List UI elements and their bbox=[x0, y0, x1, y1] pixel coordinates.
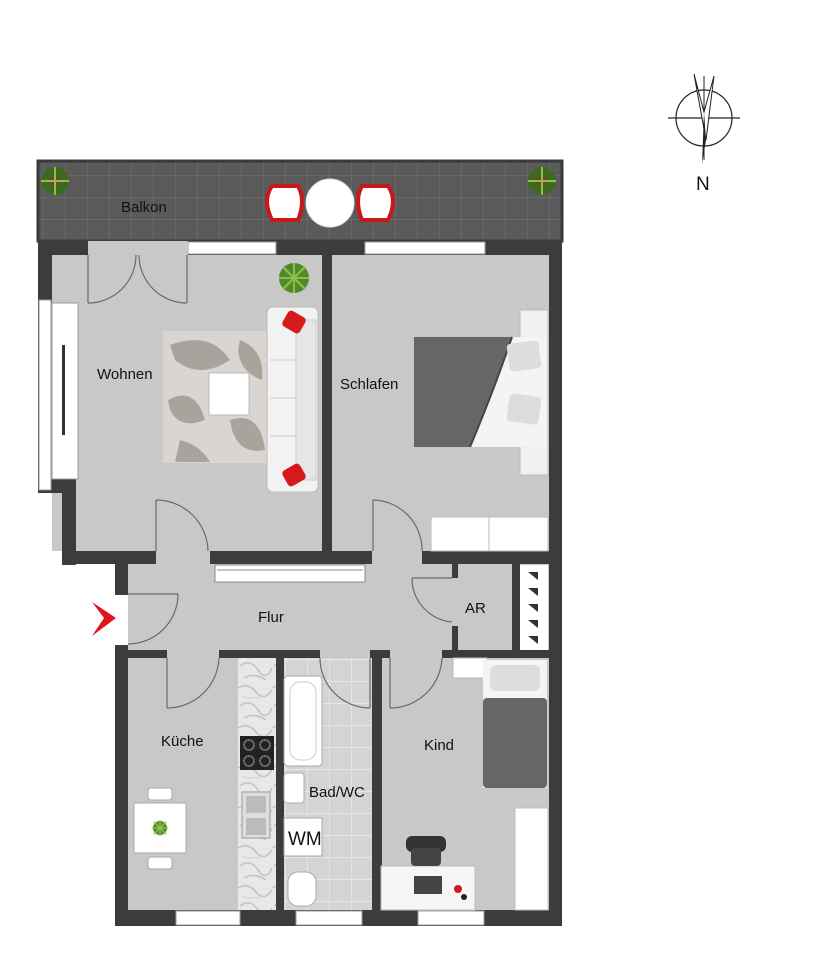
room-label-kind: Kind bbox=[424, 737, 454, 754]
door-openings bbox=[88, 241, 458, 658]
room-label-schlafen: Schlafen bbox=[340, 376, 398, 393]
office-chair bbox=[406, 836, 446, 866]
schlafen-furniture bbox=[414, 309, 549, 552]
compass-label: N bbox=[696, 174, 710, 195]
bathtub bbox=[283, 675, 323, 767]
floors bbox=[52, 255, 549, 910]
room-label-bad: Bad/WC bbox=[309, 784, 365, 801]
flur-furniture bbox=[214, 564, 548, 650]
toilet bbox=[287, 871, 317, 907]
plant-icon bbox=[279, 263, 309, 293]
dining-table bbox=[133, 787, 187, 870]
entrance-arrow-icon bbox=[92, 602, 116, 636]
room-label-flur: Flur bbox=[258, 609, 284, 626]
north-arrow-icon bbox=[668, 73, 740, 164]
sofa bbox=[266, 306, 319, 493]
door-swings bbox=[87, 254, 453, 709]
kind-furniture bbox=[380, 657, 549, 911]
room-label-wohnen: Wohnen bbox=[97, 366, 153, 383]
room-label-ar: AR bbox=[465, 600, 486, 617]
room-label-balkon: Balkon bbox=[121, 199, 167, 216]
room-label-kueche: Küche bbox=[161, 733, 204, 750]
coffee-table bbox=[208, 372, 250, 416]
washing-machine bbox=[283, 817, 323, 857]
balcony-furniture bbox=[41, 167, 556, 228]
washbasin bbox=[283, 772, 305, 804]
washing-machine-label: WM bbox=[288, 829, 322, 850]
wohnen-furniture bbox=[51, 263, 319, 493]
kueche-furniture bbox=[133, 658, 276, 910]
windows bbox=[38, 241, 486, 926]
bad-furniture bbox=[283, 675, 323, 907]
